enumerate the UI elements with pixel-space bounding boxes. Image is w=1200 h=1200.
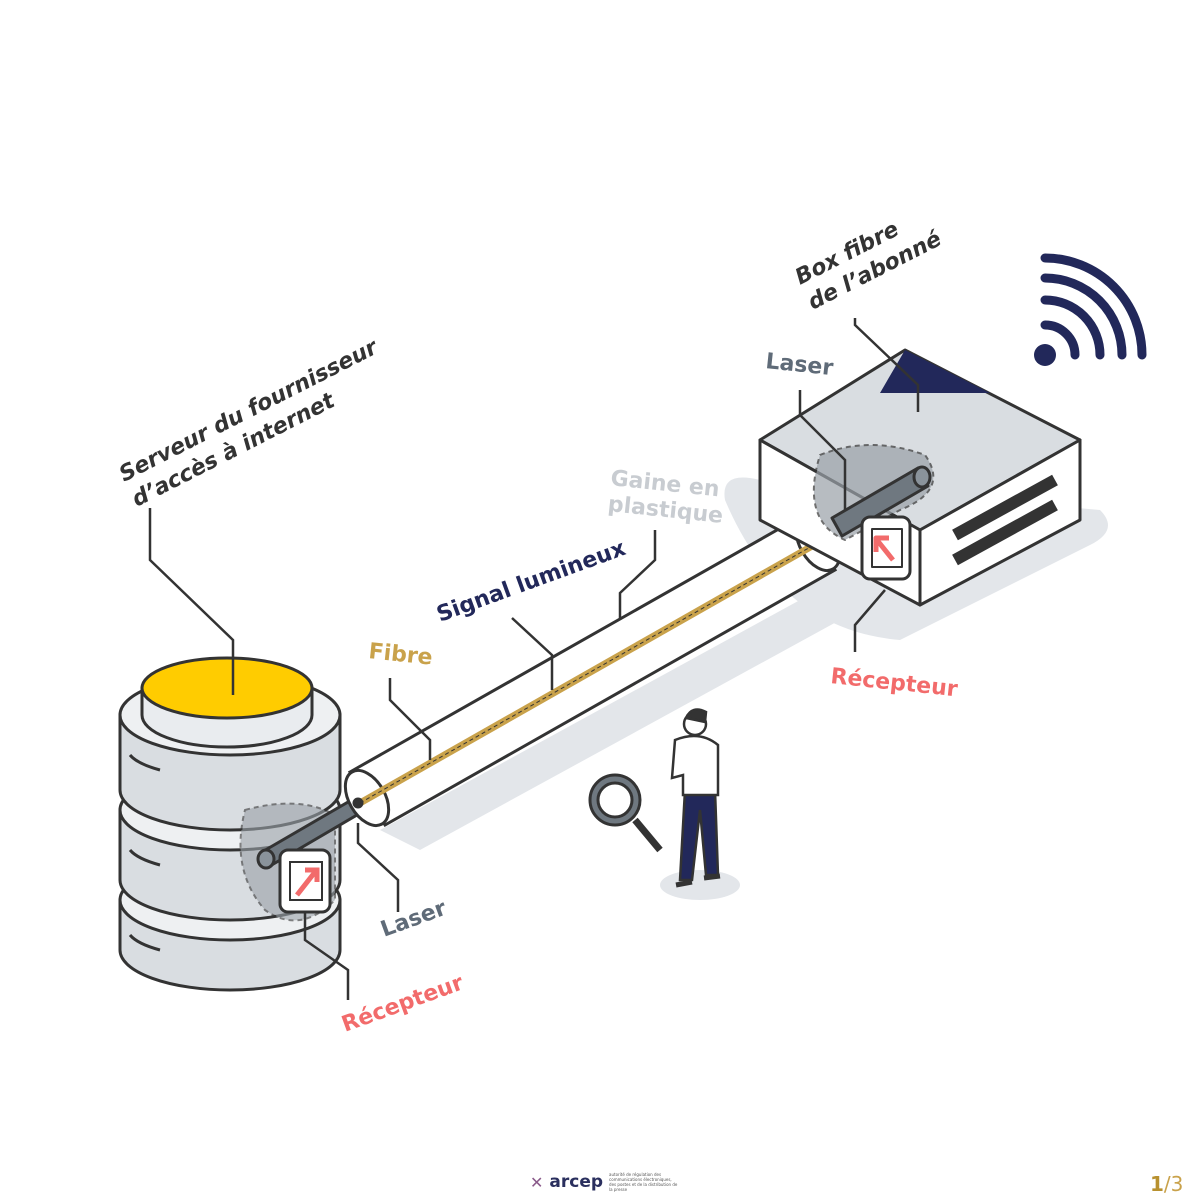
label-recepteur-server: Récepteur bbox=[339, 970, 468, 1037]
label-recepteur-box: Récepteur bbox=[829, 664, 959, 702]
label-laser-server: Laser bbox=[378, 896, 450, 943]
server-receiver bbox=[278, 848, 332, 914]
arcep-star-icon: ✕ bbox=[530, 1172, 544, 1192]
wifi-icon bbox=[1034, 253, 1147, 366]
magnifier-icon bbox=[588, 773, 663, 853]
label-signal: Signal lumineux bbox=[434, 536, 630, 628]
svg-text:Gaine enplastique: Gaine enplastique bbox=[607, 466, 727, 529]
label-laser-box: Laser bbox=[764, 349, 834, 381]
server-top-yellow bbox=[140, 656, 314, 720]
arcep-logo: ✕ arcep autorité de régulation des commu… bbox=[530, 1172, 679, 1192]
light-signal bbox=[359, 536, 829, 804]
logo-subtitle: autorité de régulation des communication… bbox=[609, 1172, 678, 1192]
label-fibre: Fibre bbox=[367, 639, 433, 671]
label-server-line1: Serveur du fournisseur bbox=[115, 335, 382, 488]
page-total: /3 bbox=[1163, 1172, 1184, 1196]
arrow-up-left-icon bbox=[873, 535, 895, 562]
logo-word: arcep bbox=[549, 1172, 604, 1192]
arrow-up-right-icon bbox=[295, 867, 320, 897]
page-current: 1 bbox=[1150, 1172, 1164, 1196]
person-figure bbox=[670, 708, 721, 888]
svg-text:Serveur du fournisseurd’accès: Serveur du fournisseurd’accès à internet bbox=[115, 335, 395, 513]
subscriber-box bbox=[758, 348, 1082, 607]
page-indicator: 1/3 bbox=[1150, 1172, 1183, 1196]
svg-text:Box fibrede l’abonné: Box fibrede l’abonné bbox=[791, 202, 945, 316]
leader-lines bbox=[148, 318, 920, 1000]
